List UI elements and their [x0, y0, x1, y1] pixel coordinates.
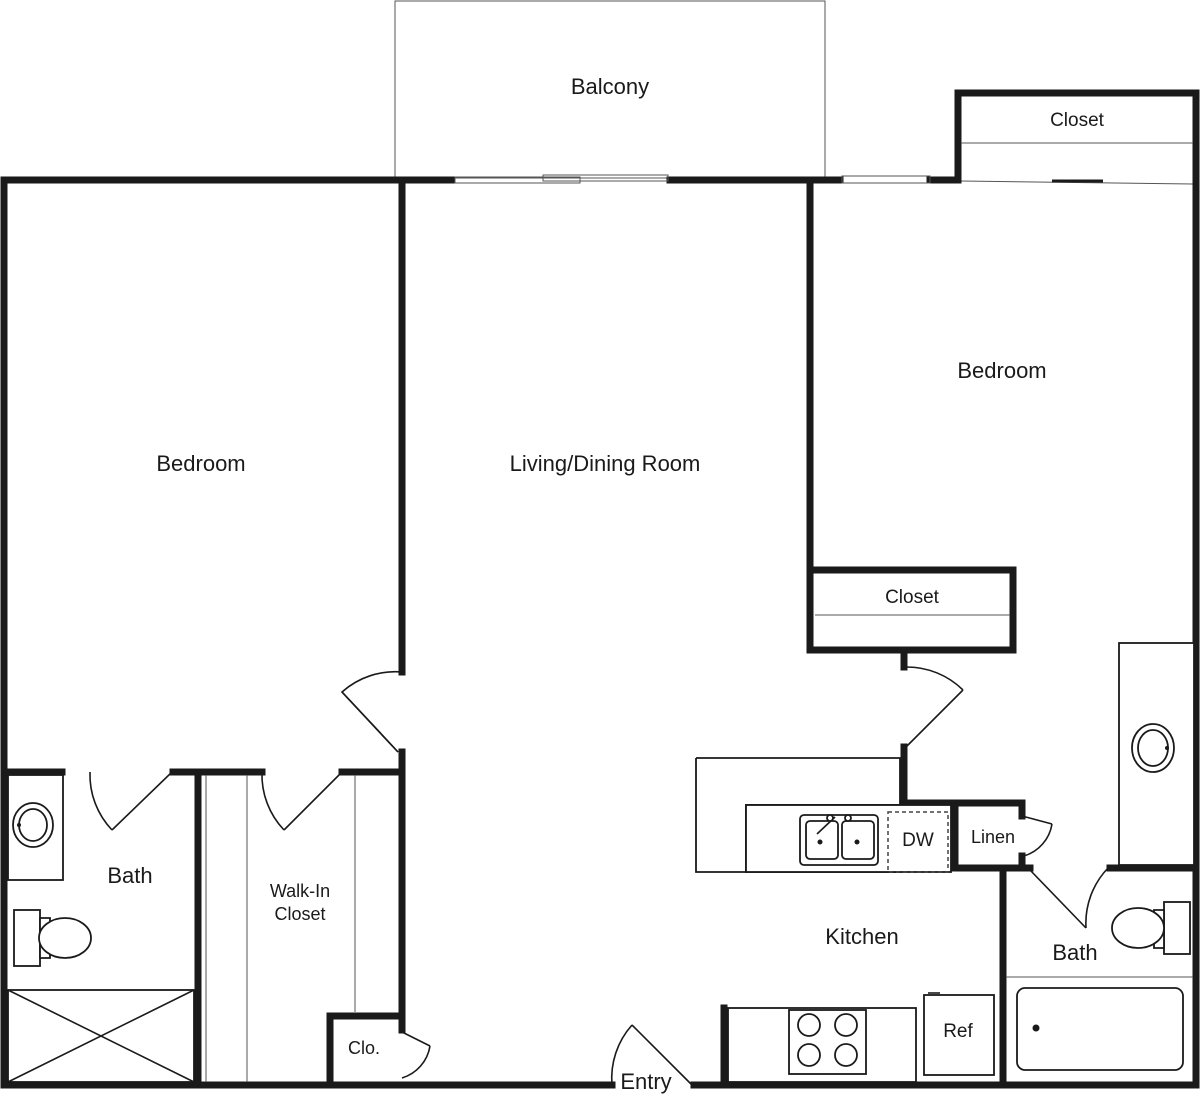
- label-closet-right: Closet: [885, 587, 940, 608]
- label-kitchen: Kitchen: [825, 924, 898, 949]
- label-walk-in-line2: Closet: [274, 904, 325, 924]
- top-windows: [454, 174, 931, 184]
- exterior-walls: [0, 176, 1200, 1089]
- label-entry: Entry: [620, 1069, 671, 1094]
- label-living-dining: Living/Dining Room: [510, 451, 701, 476]
- left-bath-fixtures: [7, 774, 195, 1083]
- label-linen: Linen: [971, 827, 1015, 847]
- kitchen-counters: [695, 757, 995, 1083]
- balcony-area: [394, 0, 826, 179]
- label-bath-left: Bath: [107, 863, 152, 888]
- label-balcony: Balcony: [571, 74, 649, 99]
- label-bath-right: Bath: [1052, 940, 1097, 965]
- room-labels: Balcony Closet Bedroom Living/Dining Roo…: [107, 74, 1104, 1094]
- interior-walls: [0, 176, 1200, 1089]
- label-bedroom-left: Bedroom: [156, 451, 245, 476]
- label-clo: Clo.: [348, 1038, 380, 1058]
- label-dw: DW: [902, 830, 934, 851]
- right-bath-fixtures: [1006, 901, 1193, 1071]
- right-vanity: [1118, 642, 1195, 866]
- closet-shelves: [205, 566, 1010, 1082]
- label-walk-in-line1: Walk-In: [270, 881, 330, 901]
- label-closet-top-right: Closet: [1050, 110, 1105, 131]
- top-right-closet-walls: [954, 89, 1200, 190]
- label-ref: Ref: [943, 1021, 973, 1042]
- label-bedroom-right: Bedroom: [957, 358, 1046, 383]
- door-swings: [89, 666, 1109, 1086]
